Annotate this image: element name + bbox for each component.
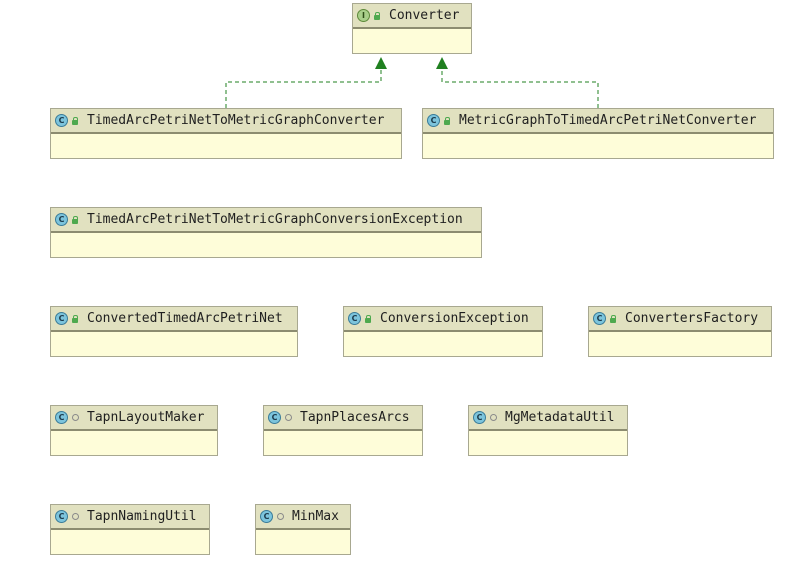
node-header: C MinMax <box>256 505 350 530</box>
package-private-icon <box>72 414 79 421</box>
node-name: TimedArcPetriNetToMetricGraphConverter <box>87 113 385 128</box>
public-lock-icon <box>443 116 451 125</box>
node-header: C MetricGraphToTimedArcPetriNetConverter <box>423 109 773 134</box>
node-name: TapnPlacesArcs <box>300 410 410 425</box>
node-body <box>256 530 350 554</box>
node-body <box>51 134 401 158</box>
node-header: C TapnPlacesArcs <box>264 406 422 431</box>
node-places-arcs[interactable]: C TapnPlacesArcs <box>263 405 423 456</box>
implements-link-mg-to-tapn <box>441 66 599 108</box>
class-icon: C <box>55 411 68 424</box>
node-header: C TapnLayoutMaker <box>51 406 217 431</box>
package-private-icon <box>285 414 292 421</box>
node-header: C ConversionException <box>344 307 542 332</box>
public-lock-icon <box>71 116 79 125</box>
class-icon: C <box>55 312 68 325</box>
node-mg-to-tapn[interactable]: C MetricGraphToTimedArcPetriNetConverter <box>422 108 774 159</box>
node-layout-maker[interactable]: C TapnLayoutMaker <box>50 405 218 456</box>
node-metadata-util[interactable]: C MgMetadataUtil <box>468 405 628 456</box>
interface-icon: I <box>357 9 370 22</box>
package-private-icon <box>490 414 497 421</box>
public-lock-icon <box>71 215 79 224</box>
node-header: I Converter <box>353 4 471 29</box>
class-icon: C <box>427 114 440 127</box>
node-name: Converter <box>389 8 460 23</box>
node-name: ConvertersFactory <box>625 311 759 326</box>
node-conversion-exc[interactable]: C ConversionException <box>343 306 543 357</box>
node-tapn-to-mg[interactable]: C TimedArcPetriNetToMetricGraphConverter <box>50 108 402 159</box>
class-icon: C <box>473 411 486 424</box>
node-converters-factory[interactable]: C ConvertersFactory <box>588 306 772 357</box>
node-name: ConversionException <box>380 311 529 326</box>
class-icon: C <box>55 213 68 226</box>
node-name: MinMax <box>292 509 339 524</box>
public-lock-icon <box>71 314 79 323</box>
node-minmax[interactable]: C MinMax <box>255 504 351 555</box>
class-icon: C <box>55 510 68 523</box>
node-body <box>589 332 771 356</box>
node-body <box>423 134 773 158</box>
node-name: MetricGraphToTimedArcPetriNetConverter <box>459 113 757 128</box>
package-private-icon <box>72 513 79 520</box>
implements-arrowhead-left <box>375 57 387 69</box>
node-name: ConvertedTimedArcPetriNet <box>87 311 283 326</box>
node-body <box>51 332 297 356</box>
public-lock-icon <box>364 314 372 323</box>
node-header: C ConvertersFactory <box>589 307 771 332</box>
package-private-icon <box>277 513 284 520</box>
node-name: TimedArcPetriNetToMetricGraphConversionE… <box>87 212 463 227</box>
implements-arrowhead-right <box>436 57 448 69</box>
public-lock-icon <box>609 314 617 323</box>
class-icon: C <box>55 114 68 127</box>
class-icon: C <box>593 312 606 325</box>
node-body <box>51 431 217 455</box>
node-conversion-exc-long[interactable]: C TimedArcPetriNetToMetricGraphConversio… <box>50 207 482 258</box>
node-header: C TimedArcPetriNetToMetricGraphConversio… <box>51 208 481 233</box>
node-header: C TapnNamingUtil <box>51 505 209 530</box>
node-body <box>344 332 542 356</box>
class-icon: C <box>348 312 361 325</box>
node-naming-util[interactable]: C TapnNamingUtil <box>50 504 210 555</box>
node-body <box>353 29 471 53</box>
node-header: C MgMetadataUtil <box>469 406 627 431</box>
node-header: C TimedArcPetriNetToMetricGraphConverter <box>51 109 401 134</box>
node-body <box>469 431 627 455</box>
node-body <box>51 530 209 554</box>
node-body <box>51 233 481 257</box>
node-header: C ConvertedTimedArcPetriNet <box>51 307 297 332</box>
node-body <box>264 431 422 455</box>
class-icon: C <box>268 411 281 424</box>
node-name: TapnLayoutMaker <box>87 410 205 425</box>
node-converter[interactable]: I Converter <box>352 3 472 54</box>
node-name: MgMetadataUtil <box>505 410 615 425</box>
class-icon: C <box>260 510 273 523</box>
node-converted-tapn[interactable]: C ConvertedTimedArcPetriNet <box>50 306 298 357</box>
implements-link-tapn-to-mg <box>225 66 382 108</box>
node-name: TapnNamingUtil <box>87 509 197 524</box>
public-lock-icon <box>373 11 381 20</box>
